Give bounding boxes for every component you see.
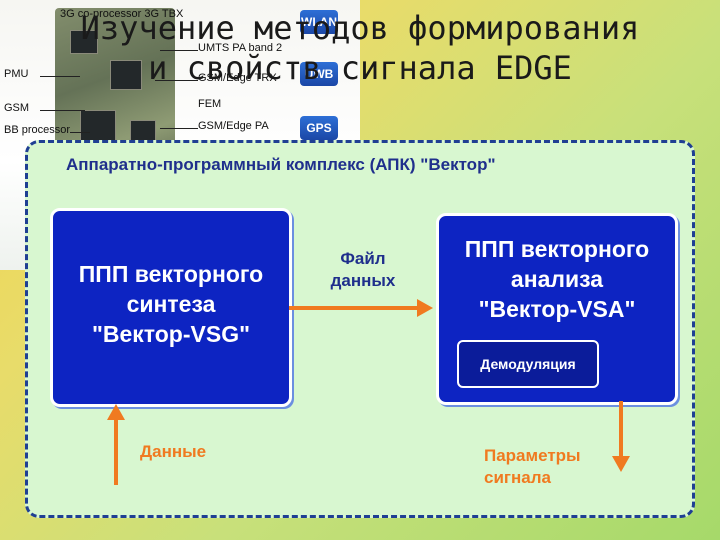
wlan-badge: WLAN	[300, 10, 338, 34]
photo-label: GSM	[4, 102, 30, 114]
data-file-label-line2: данных	[330, 271, 396, 290]
gps-badge: GPS	[300, 116, 338, 140]
chip-image	[130, 120, 156, 142]
leader-line	[160, 50, 198, 51]
vsa-line2: анализа	[510, 266, 604, 292]
output-params-line1: Параметры	[484, 446, 581, 465]
arrows-layer	[107, 299, 630, 485]
photo-label: PMU	[4, 68, 29, 80]
data-file-label: Файл данных	[313, 248, 413, 292]
data-file-arrow	[289, 299, 433, 317]
photo-label: GSM/Edge TRX	[198, 72, 277, 84]
vsg-line3: "Вектор-VSG"	[91, 321, 250, 347]
leader-line	[155, 80, 198, 81]
vsg-block: ППП векторного синтеза "Вектор-VSG"	[50, 208, 292, 407]
chip-image	[80, 110, 116, 142]
chip-image	[70, 30, 98, 54]
uwb-badge: UWB	[300, 62, 338, 86]
leader-line	[40, 76, 80, 77]
photo-label: GSM/Edge PA	[198, 120, 269, 132]
panel-title: Аппаратно-программный комплекс (АПК) "Ве…	[66, 155, 496, 174]
input-arrow	[107, 404, 125, 485]
data-file-label-line1: Файл	[340, 249, 386, 268]
photo-label: FEM	[198, 98, 222, 110]
demodulation-block: Демодуляция	[457, 340, 599, 388]
photo-label: BB processor	[4, 124, 71, 136]
leader-line	[70, 132, 90, 133]
output-params-line2: сигнала	[484, 468, 551, 487]
vsg-line1: ППП векторного	[78, 261, 264, 287]
slide-title-line1: Изучение методов формирования	[80, 9, 640, 47]
photo-label: 3G co-processor 3G TBX	[60, 8, 184, 20]
input-data-label: Данные	[140, 442, 207, 461]
slide-title-line2: и свойств сигнала EDGE	[148, 49, 572, 87]
leader-line	[160, 128, 198, 129]
chip-image	[110, 60, 142, 90]
vsa-line3: "Вектор-VSA"	[478, 296, 636, 322]
leader-line	[40, 110, 85, 111]
slide-title: Изучение методов формирования и свойств …	[0, 8, 720, 88]
vsg-line2: синтеза	[126, 291, 216, 317]
output-arrow	[612, 401, 630, 472]
vsa-line1: ППП векторного	[464, 236, 650, 262]
output-params-label: Параметры сигнала	[484, 445, 581, 489]
photo-label: UMTS PA band 2	[198, 42, 283, 54]
vsa-block: ППП векторного анализа "Вектор-VSA" Демо…	[436, 213, 678, 405]
apk-diagram-panel: Аппаратно-программный комплекс (АПК) "Ве…	[25, 140, 695, 518]
